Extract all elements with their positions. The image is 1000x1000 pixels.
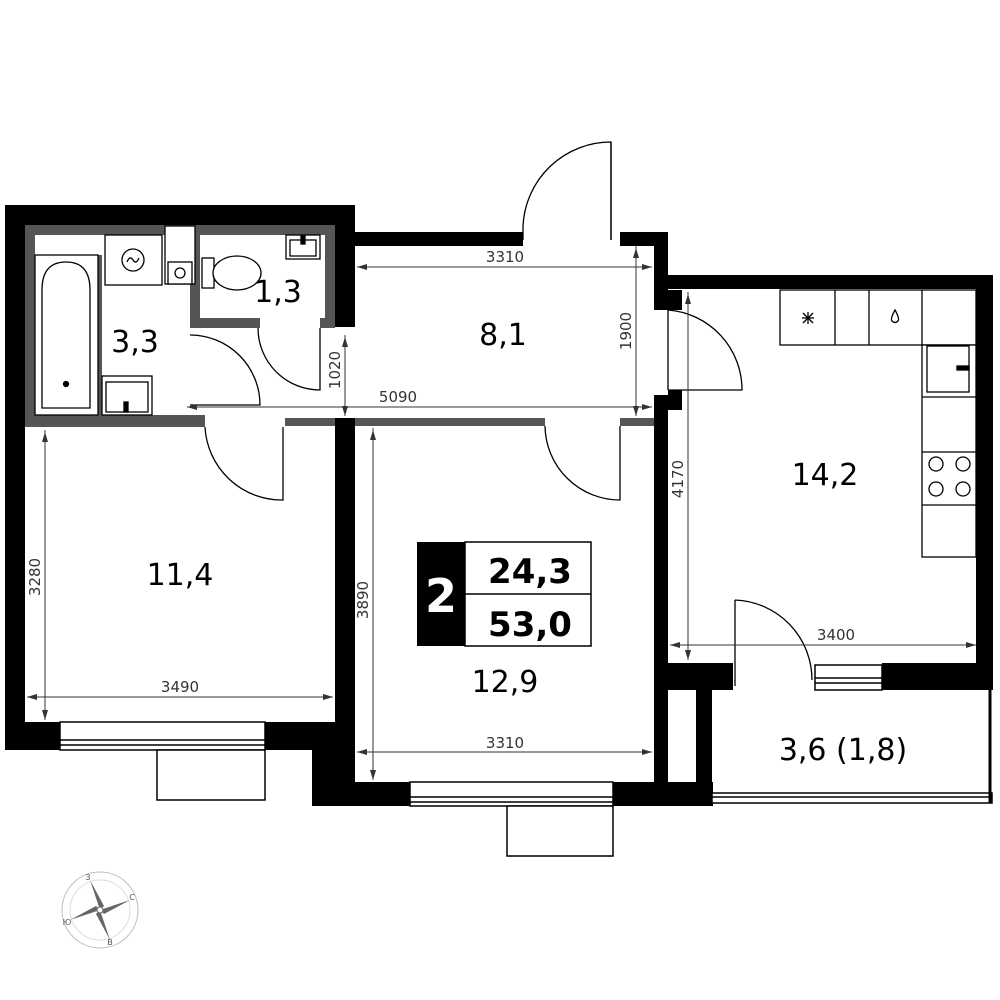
area-balcony: 3,6 (1,8) (779, 733, 907, 768)
badge-rooms-count: 2 (425, 569, 457, 623)
badge-living-area: 24,3 (488, 552, 572, 592)
badge-total-area: 53,0 (488, 605, 572, 645)
dimension-lines (27, 246, 976, 780)
area-living: 12,9 (472, 665, 539, 700)
toilet-door (257, 327, 321, 391)
dim-kitchen-height: 4170 (669, 460, 687, 498)
bedroom-window-sill (156, 749, 266, 801)
compass-rose: З С В Ю (61, 871, 139, 949)
dim-living-width: 3310 (486, 734, 524, 752)
area-kitchen: 14,2 (792, 458, 859, 493)
area-toilet: 1,3 (254, 275, 302, 310)
toilet-sink (285, 234, 321, 260)
stove-burners (928, 456, 971, 497)
toilet-bowl (201, 255, 262, 291)
balcony-door (734, 599, 813, 686)
fridge-icon (802, 312, 814, 324)
dim-bedroom-width: 3490 (161, 678, 199, 696)
dim-bath-corridor: 1020 (326, 351, 344, 389)
area-bathroom: 3,3 (111, 325, 159, 360)
dim-bedroom-height: 3280 (26, 558, 44, 596)
dim-kitchen-width: 3400 (817, 626, 855, 644)
balcony-railing (711, 792, 993, 804)
entrance-door (522, 141, 612, 240)
dim-corridor-length: 5090 (379, 388, 417, 406)
bathroom-door (189, 334, 261, 406)
windows (59, 664, 993, 857)
compass-east: В (107, 938, 113, 947)
living-door (544, 425, 621, 501)
doors (189, 141, 813, 686)
riser-duct (164, 225, 196, 285)
bedroom-door (204, 426, 284, 501)
compass-north: С (129, 893, 135, 902)
kitchen-counter (779, 289, 977, 558)
dim-hall-width: 3310 (486, 248, 524, 266)
washing-machine (104, 234, 163, 286)
dimension-arrows (27, 248, 976, 780)
dim-hall-height: 1900 (617, 312, 635, 350)
bathtub (34, 254, 99, 416)
bedroom-window (59, 721, 266, 751)
kitchen-sink (926, 345, 970, 393)
water-drop-icon (890, 308, 900, 324)
bathroom-sink (101, 375, 153, 416)
area-bedroom: 11,4 (147, 558, 214, 593)
outer-walls (5, 205, 993, 806)
living-window-sill (506, 805, 614, 857)
area-hall: 8,1 (479, 318, 527, 353)
kitchen-door (667, 309, 743, 391)
area-badge: 2 24,3 53,0 (417, 541, 592, 647)
compass-west: З (85, 873, 90, 882)
compass-south: Ю (63, 918, 72, 927)
dim-living-height: 3890 (354, 581, 372, 619)
